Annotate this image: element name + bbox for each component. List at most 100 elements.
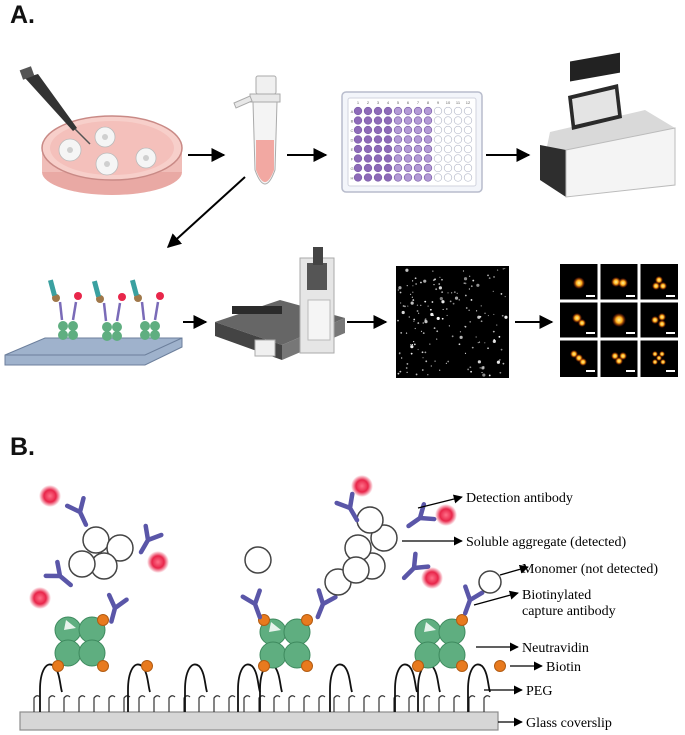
fluorescent-spot xyxy=(476,283,480,287)
mini-neutravidin xyxy=(112,331,122,341)
protein-monomer xyxy=(342,556,370,584)
super-resolution-grid xyxy=(560,264,678,377)
mini-probe xyxy=(129,279,139,297)
plate-well xyxy=(413,173,423,182)
plate-well xyxy=(453,125,463,135)
mini-neutravidin xyxy=(68,330,78,340)
fluorescent-spot xyxy=(399,370,402,373)
fluorescent-spot xyxy=(409,293,412,295)
fluorescent-spot xyxy=(429,308,432,311)
plate-well xyxy=(373,116,383,125)
fluorescent-spot xyxy=(438,283,441,285)
plate-row-label: H xyxy=(351,176,354,181)
plate-well xyxy=(373,144,383,154)
plate-well xyxy=(423,116,433,125)
fluorescent-spot xyxy=(480,320,483,323)
fluorescent-spot xyxy=(454,296,459,300)
fluorescent-spot xyxy=(464,352,467,354)
antibody xyxy=(43,559,73,588)
super-resolution-spot xyxy=(612,313,626,327)
binding-pocket xyxy=(64,620,76,630)
fluorescent-spot xyxy=(502,362,505,365)
plate-column-label: 1 xyxy=(357,100,360,105)
plate-well xyxy=(393,154,403,163)
fluorescent-spot xyxy=(413,341,415,343)
plate-well xyxy=(363,144,373,154)
plate-well xyxy=(383,135,393,144)
fluorescent-spot xyxy=(477,360,481,364)
plate-well xyxy=(433,163,443,173)
plate-well xyxy=(413,106,423,116)
fluorescent-spot xyxy=(412,291,414,293)
fluorescent-spot xyxy=(475,336,477,338)
fluorescent-spot xyxy=(441,317,444,320)
fluorescent-spot xyxy=(439,297,443,301)
workflow-arrows xyxy=(166,148,554,329)
plate-well xyxy=(403,173,413,182)
peg-long-strand xyxy=(467,663,491,712)
fluorescent-spot xyxy=(422,322,424,324)
fluorescent-spot xyxy=(463,277,468,281)
fluorescent-spot xyxy=(405,332,408,334)
plate-well xyxy=(443,163,453,173)
peg-short-strand xyxy=(408,695,416,712)
mini-aggregate xyxy=(134,294,142,302)
label-soluble-aggregate: Soluble aggregate (detected) xyxy=(466,535,626,550)
fluorophore xyxy=(435,504,457,526)
neutravidin-subunit xyxy=(54,616,82,644)
fluorescent-spot xyxy=(471,346,474,349)
fluorescent-spot xyxy=(492,290,494,293)
fluorescent-spot xyxy=(400,331,403,334)
biotin-dot xyxy=(141,660,153,672)
plate-well xyxy=(453,106,463,116)
plate-well xyxy=(393,173,403,182)
mini-neutravidin xyxy=(150,330,160,340)
fluorescent-spot xyxy=(410,344,412,346)
fluorophore xyxy=(147,551,169,573)
plate-row-label: D xyxy=(351,138,354,143)
super-resolution-spot xyxy=(652,359,658,365)
plate-column-label: 12 xyxy=(466,100,471,105)
plate-well xyxy=(423,144,433,154)
peg-short-strand xyxy=(93,695,101,712)
antibody-arm xyxy=(64,495,89,527)
fluorescent-spot xyxy=(464,282,467,285)
biotin-dot xyxy=(494,660,506,672)
petri-dish-illustration xyxy=(19,66,183,195)
plate-well xyxy=(393,144,403,154)
plate-well xyxy=(443,173,453,182)
fluorescent-spot xyxy=(405,268,409,272)
plate-well xyxy=(463,173,473,182)
super-resolution-spot xyxy=(578,319,586,327)
plate-well xyxy=(413,154,423,163)
fluorescent-spot xyxy=(492,330,495,333)
peg-short-strand xyxy=(393,695,401,712)
neutravidin-tetramer xyxy=(54,616,106,667)
mini-neutravidin xyxy=(112,322,122,332)
fluorescent-spot xyxy=(412,285,414,287)
fluorescent-spot xyxy=(401,357,403,359)
fluorescent-spot xyxy=(410,301,414,305)
mini-neutravidin xyxy=(68,321,78,331)
fluorescent-spot xyxy=(469,366,472,369)
plate-well xyxy=(353,163,363,173)
fluorescent-spot xyxy=(422,332,425,335)
plate-row-label: C xyxy=(351,128,354,133)
plate-well xyxy=(413,163,423,173)
fluorescent-spot xyxy=(480,305,482,307)
biotin-dot xyxy=(301,614,313,626)
fluorescent-spot xyxy=(400,302,402,304)
mini-antibody xyxy=(102,302,122,322)
antibody-arm xyxy=(334,491,360,523)
plate-well xyxy=(413,144,423,154)
fluorescent-spot xyxy=(434,360,436,362)
fluorescent-spot xyxy=(421,369,424,371)
plate-well xyxy=(373,106,383,116)
fluorescent-spot xyxy=(433,327,436,329)
fluorescent-spot xyxy=(415,283,418,285)
fluorescent-spot xyxy=(498,335,501,338)
peg-short-strand xyxy=(78,695,86,712)
mini-fluorophore xyxy=(156,292,164,300)
super-resolution-spot xyxy=(652,282,660,290)
fluorescent-spot xyxy=(406,371,408,373)
